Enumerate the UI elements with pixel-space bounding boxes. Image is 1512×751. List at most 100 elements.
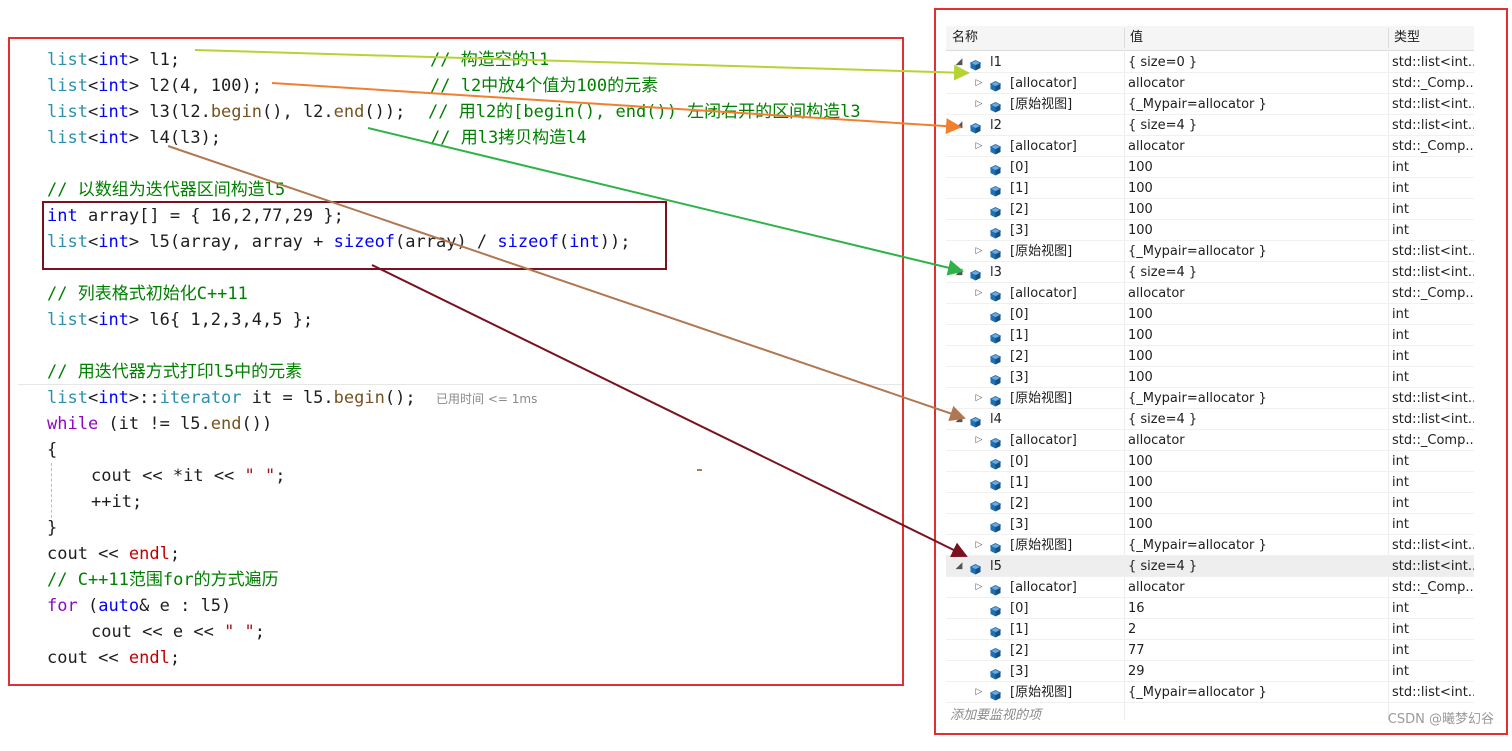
watch-row-value[interactable]: 100	[1128, 160, 1153, 175]
code-line-open-brace[interactable]: {	[47, 440, 58, 460]
watch-row[interactable]: ◢l5{ size=4 }std::list<int...	[946, 556, 1474, 577]
expand-arrow-icon[interactable]: ▷	[975, 687, 983, 697]
column-header-name[interactable]: 名称	[952, 30, 979, 45]
watch-row-value[interactable]: { size=4 }	[1128, 559, 1198, 574]
watch-row-value[interactable]: 100	[1128, 328, 1153, 343]
expand-arrow-icon[interactable]: ▷	[975, 78, 983, 88]
watch-row-value[interactable]: { size=0 }	[1128, 55, 1198, 70]
watch-row[interactable]: ▷[原始视图]{_Mypair=allocator }std::list<int…	[946, 682, 1474, 703]
column-header-type[interactable]: 类型	[1394, 30, 1421, 45]
watch-row-value[interactable]: 16	[1128, 601, 1145, 616]
expand-arrow-icon[interactable]: ▷	[975, 393, 983, 403]
watch-row-value[interactable]: 100	[1128, 475, 1153, 490]
watch-row[interactable]: ▷[原始视图]{_Mypair=allocator }std::list<int…	[946, 388, 1474, 409]
watch-row-value[interactable]: allocator	[1128, 76, 1185, 91]
watch-row[interactable]: ▷[原始视图]{_Mypair=allocator }std::list<int…	[946, 94, 1474, 115]
watch-row-value[interactable]: 100	[1128, 202, 1153, 217]
code-line-close-brace[interactable]: }	[47, 518, 58, 538]
watch-row-value[interactable]: 29	[1128, 664, 1145, 679]
code-line-while[interactable]: while (it != l5.end())	[47, 414, 273, 434]
watch-row-value[interactable]: 100	[1128, 496, 1153, 511]
code-line-endl-1[interactable]: cout << endl;	[47, 544, 181, 564]
code-line-l1[interactable]: list<int> l1;	[47, 50, 181, 70]
watch-row-value[interactable]: { size=4 }	[1128, 118, 1198, 133]
code-line-l3[interactable]: list<int> l3(l2.begin(), l2.end());	[47, 102, 406, 122]
column-header-value[interactable]: 值	[1130, 30, 1144, 45]
watch-window-panel: 名称 值 类型 ◢l1{ size=0 }std::list<int...▷[a…	[934, 8, 1508, 735]
expand-arrow-icon[interactable]: ▷	[975, 435, 983, 445]
code-line-l5[interactable]: list<int> l5(array, array + sizeof(array…	[47, 232, 631, 252]
watch-row-value[interactable]: { size=4 }	[1128, 265, 1198, 280]
watch-row-value[interactable]: {_Mypair=allocator }	[1128, 391, 1267, 406]
watch-row-type: int	[1392, 454, 1409, 469]
code-line-array[interactable]: int array[] = { 16,2,77,29 };	[47, 206, 344, 226]
watch-row-value[interactable]: 100	[1128, 181, 1153, 196]
watch-row-value[interactable]: 100	[1128, 223, 1153, 238]
watch-row[interactable]: ◢l4{ size=4 }std::list<int...	[946, 409, 1474, 430]
watch-row-value[interactable]: {_Mypair=allocator }	[1128, 538, 1267, 553]
watch-row-value[interactable]: { size=4 }	[1128, 412, 1198, 427]
watch-row-value[interactable]: allocator	[1128, 286, 1185, 301]
code-line-cout-e[interactable]: cout << e << " ";	[91, 622, 266, 642]
expand-arrow-icon[interactable]: ▷	[975, 540, 983, 550]
watch-row[interactable]: ◢l1{ size=0 }std::list<int...	[946, 52, 1474, 73]
watch-row-value[interactable]: {_Mypair=allocator }	[1128, 244, 1267, 259]
code-line-l4[interactable]: list<int> l4(l3);	[47, 128, 222, 148]
collapse-arrow-icon[interactable]: ◢	[955, 57, 963, 67]
watch-row-value[interactable]: {_Mypair=allocator }	[1128, 97, 1267, 112]
code-line-increment[interactable]: ++it;	[91, 492, 143, 512]
watch-row-value[interactable]: 2	[1128, 622, 1137, 637]
watch-row-value[interactable]: allocator	[1128, 139, 1185, 154]
add-watch-input[interactable]: 添加要监视的项	[950, 708, 1042, 723]
collapse-arrow-icon[interactable]: ◢	[955, 561, 963, 571]
code-line-cout-it[interactable]: cout << *it << " ";	[91, 466, 286, 486]
watch-row-name: [原始视图]	[1010, 244, 1073, 259]
code-line-iterator[interactable]: list<int>::iterator it = l5.begin(); 已用时…	[47, 388, 538, 408]
watch-row[interactable]: ◢l2{ size=4 }std::list<int...	[946, 115, 1474, 136]
watch-row[interactable]: ▷[原始视图]{_Mypair=allocator }std::list<int…	[946, 535, 1474, 556]
column-separator[interactable]	[1388, 28, 1389, 48]
code-line-for[interactable]: for (auto& e : l5)	[47, 596, 232, 616]
column-separator[interactable]	[1124, 28, 1125, 48]
watch-row-value[interactable]: 100	[1128, 454, 1153, 469]
watch-row-value[interactable]: 100	[1128, 370, 1153, 385]
watch-row-value[interactable]: 100	[1128, 307, 1153, 322]
code-line-l6[interactable]: list<int> l6{ 1,2,3,4,5 };	[47, 310, 314, 330]
expand-arrow-icon[interactable]: ▷	[975, 246, 983, 256]
expand-arrow-icon[interactable]: ▷	[975, 99, 983, 109]
watch-row-value[interactable]: {_Mypair=allocator }	[1128, 685, 1267, 700]
watch-row-value[interactable]: allocator	[1128, 580, 1185, 595]
watch-row-value[interactable]: 100	[1128, 349, 1153, 364]
watch-row-value[interactable]: allocator	[1128, 433, 1185, 448]
watch-row-type: std::_Comp...	[1392, 433, 1474, 448]
expand-arrow-icon[interactable]: ▷	[975, 582, 983, 592]
code-line-l2[interactable]: list<int> l2(4, 100);	[47, 76, 262, 96]
watch-row[interactable]: ▷[原始视图]{_Mypair=allocator }std::list<int…	[946, 241, 1474, 262]
watch-row-value[interactable]: 77	[1128, 643, 1145, 658]
watch-row-value[interactable]: 100	[1128, 517, 1153, 532]
expand-arrow-icon[interactable]: ▷	[975, 141, 983, 151]
code-line-endl-2[interactable]: cout << endl;	[47, 648, 181, 668]
expand-arrow-icon[interactable]: ▷	[975, 288, 983, 298]
